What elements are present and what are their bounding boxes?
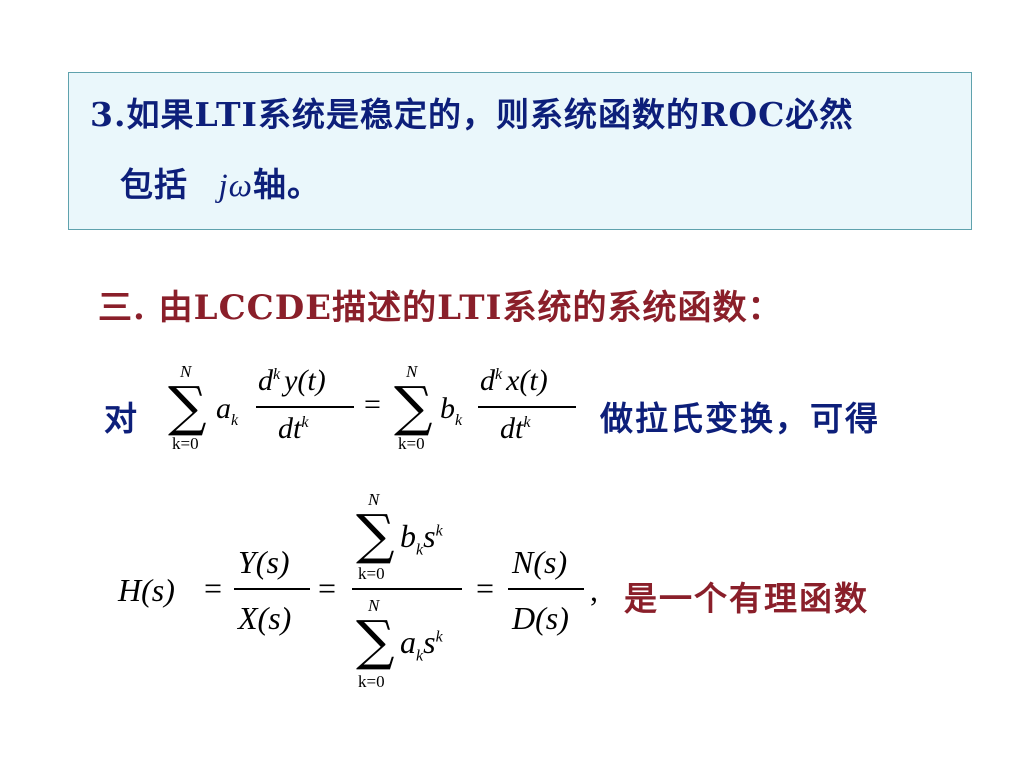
statement-box — [68, 72, 972, 230]
eq1-lhs-coef: ak — [216, 392, 239, 429]
statement-line-1: 3.如果LTI系统是稳定的，则系统函数的ROC必然 — [90, 95, 854, 134]
eq2-sum-fraction-bar — [352, 588, 462, 590]
eq2-den-sum-sign: ∑ — [356, 609, 395, 672]
eq2-num-sum-sign: ∑ — [356, 503, 395, 566]
eq2-Y-over-X-bar — [234, 588, 310, 590]
eq2-den-sum-upper: N — [368, 596, 380, 615]
eq2-num-sum-lower: k=0 — [358, 564, 385, 583]
eq1-rhs-sum-upper: N — [406, 362, 418, 381]
statement-line-2: 包括 jω轴。 — [120, 158, 321, 206]
eq1-rhs-denominator: dtk — [500, 412, 531, 445]
eq2-comma: , — [590, 572, 598, 608]
eq2-D: D(s) — [512, 600, 569, 636]
eq1-lhs-denominator: dtk — [278, 412, 309, 445]
eq1-rhs-sum-lower: k=0 — [398, 434, 425, 453]
statement-line-2-prefix: 包括 — [120, 165, 188, 204]
eq2-den-sum-lower: k=0 — [358, 672, 385, 691]
eq2-num-term: bksk — [400, 518, 443, 559]
eq1-lhs-sum-sign: ∑ — [168, 375, 207, 438]
eq2-equals-1: = — [204, 570, 223, 606]
eq2-note: 是一个有理函数 — [624, 579, 869, 618]
eq2-den-term: aksk — [400, 624, 443, 665]
eq2-equals-2: = — [318, 570, 337, 606]
eq1-rhs-fraction-bar — [478, 406, 576, 408]
eq1-equals: = — [364, 388, 381, 421]
eq2-N: N(s) — [512, 544, 568, 580]
eq2-num-sum-upper: N — [368, 490, 380, 509]
eq1-lhs-sum-lower: k=0 — [172, 434, 199, 453]
statement-line-2-suffix: 轴。 — [252, 165, 321, 204]
eq1-rhs-coef: bk — [440, 392, 463, 429]
eq1-trail-text: 做拉氏变换，可得 — [600, 399, 880, 438]
eq2-X: X(s) — [238, 600, 292, 636]
eq2-Y: Y(s) — [238, 544, 290, 580]
eq2-H: H(s) — [118, 572, 175, 608]
eq1-lhs-fraction-bar — [256, 406, 354, 408]
eq2-N-over-D-bar — [508, 588, 584, 590]
section-heading: 三. 由LCCDE描述的LTI系统的系统函数： — [98, 288, 783, 328]
eq1-lhs-sum-upper: N — [180, 362, 192, 381]
eq1-lead-text: 对 — [104, 399, 139, 438]
j-omega-symbol: jω — [218, 168, 253, 204]
eq2-equals-3: = — [476, 570, 495, 606]
eq1-rhs-sum-sign: ∑ — [394, 375, 433, 438]
